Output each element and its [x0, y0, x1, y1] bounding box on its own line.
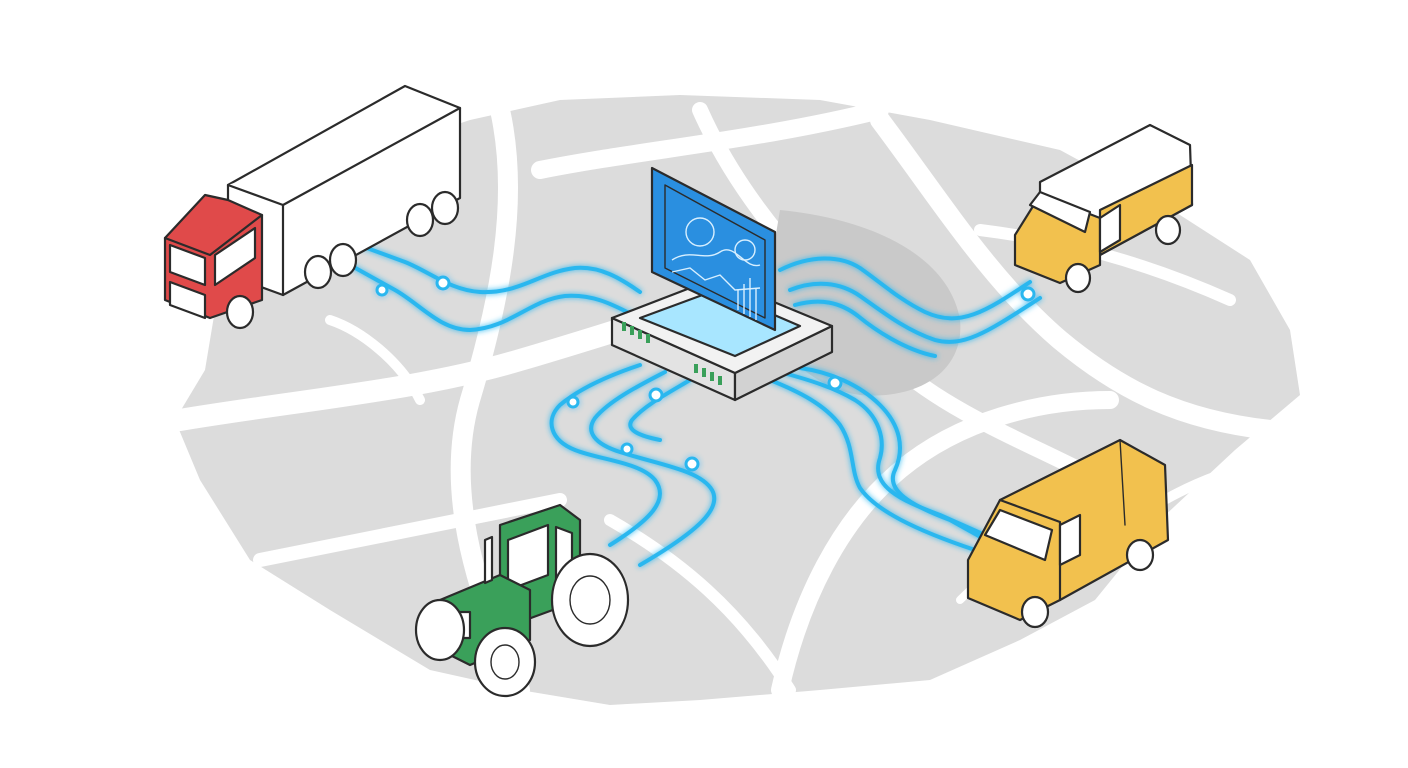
connection-node: [827, 375, 843, 391]
connection-node: [648, 387, 664, 403]
connection-node: [566, 395, 580, 409]
edge-tractor-hub: [549, 363, 717, 567]
edge-van-top-hub: [778, 256, 1042, 358]
server-hub-with-dashboard-screen-icon: [610, 166, 834, 402]
tractor-icon: [414, 503, 630, 698]
connection-node: [375, 283, 389, 297]
edge-truck-hub: [343, 238, 642, 332]
truck-wheels: [225, 190, 460, 330]
front-wheel: [473, 626, 537, 698]
connection-node: [1020, 286, 1036, 302]
wheel: [1020, 595, 1050, 629]
connection-node: [620, 442, 634, 456]
dashboard-chart-icon: [671, 217, 761, 320]
front-wheel: [414, 598, 466, 662]
status-led-group: [622, 322, 722, 385]
delivery-van-icon: [1013, 123, 1194, 294]
semi-truck-icon: [163, 84, 462, 330]
cargo-van-icon: [966, 438, 1170, 629]
connection-lines: [343, 238, 1042, 567]
edge-van-bottom-hub: [768, 366, 997, 552]
wheel: [1125, 538, 1155, 572]
wheel: [1064, 262, 1092, 294]
connection-node: [684, 456, 700, 472]
connection-node: [435, 275, 451, 291]
wheel: [1154, 214, 1182, 246]
rear-wheel: [550, 552, 630, 648]
